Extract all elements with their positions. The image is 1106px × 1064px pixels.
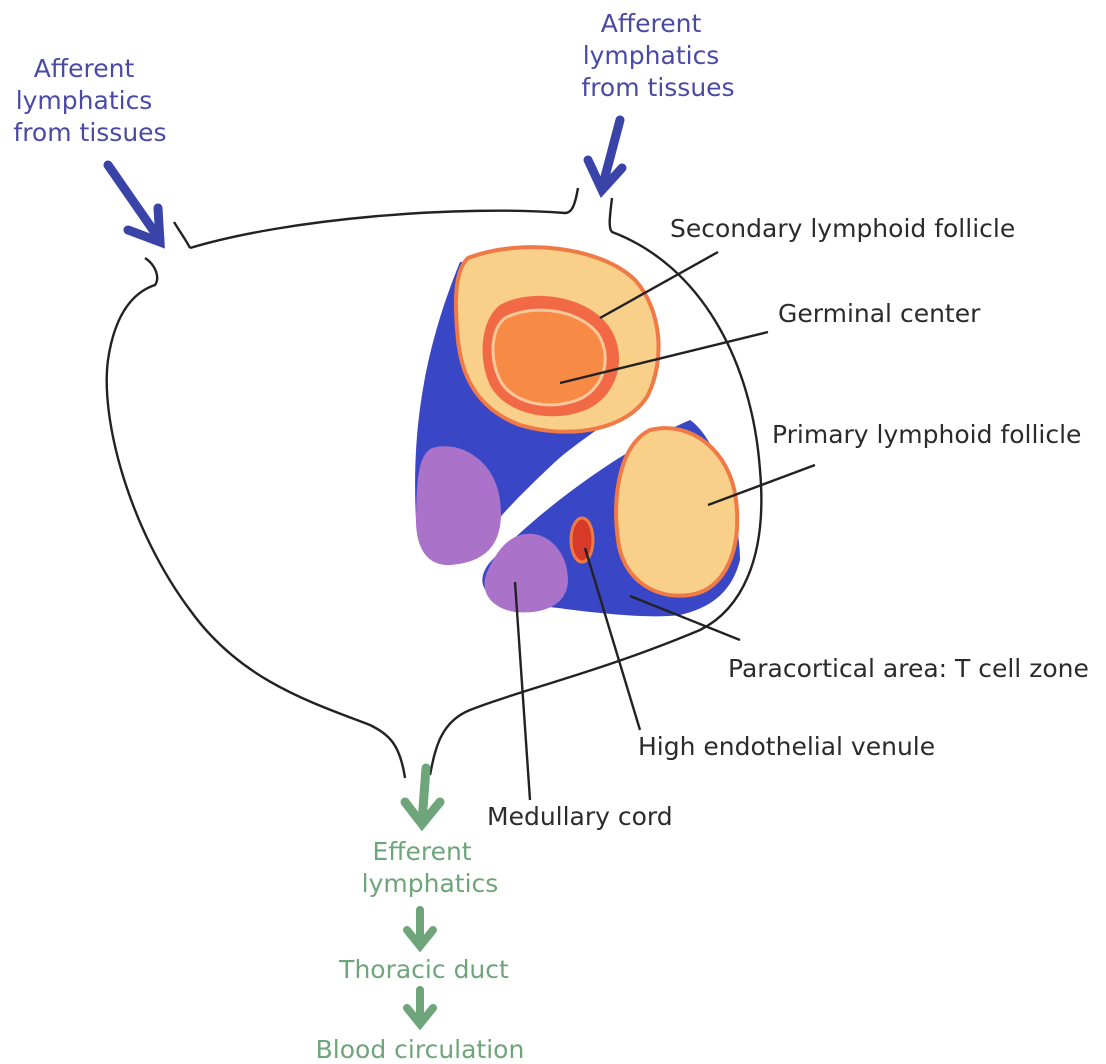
- efferent-arrow-2: [407, 910, 433, 946]
- thoracic-duct-label: Thoracic duct: [338, 955, 509, 984]
- hev-label: High endothelial venule: [638, 732, 935, 761]
- germinal-center: [493, 310, 605, 405]
- efferent-arrow-3: [407, 990, 433, 1024]
- blood-circulation-label: Blood circulation: [316, 1035, 525, 1064]
- hev: [571, 518, 593, 562]
- efferent-arrow-1: [405, 768, 440, 824]
- primary-follicle-label: Primary lymphoid follicle: [772, 420, 1081, 449]
- afferent-arrow-left: [108, 165, 160, 242]
- secondary-follicle-label: Secondary lymphoid follicle: [670, 214, 1015, 243]
- afferent-left-label: Afferent lymphatics from tissues: [13, 54, 166, 147]
- paracortical-label: Paracortical area: T cell zone: [728, 654, 1089, 683]
- afferent-arrow-right: [588, 120, 622, 190]
- efferent-label: Efferent lymphatics: [362, 837, 499, 898]
- medullary-cord-label: Medullary cord: [487, 802, 673, 831]
- afferent-right-label: Afferent lymphatics from tissues: [581, 9, 734, 102]
- germinal-center-label: Germinal center: [778, 299, 981, 328]
- primary-follicle: [616, 428, 737, 596]
